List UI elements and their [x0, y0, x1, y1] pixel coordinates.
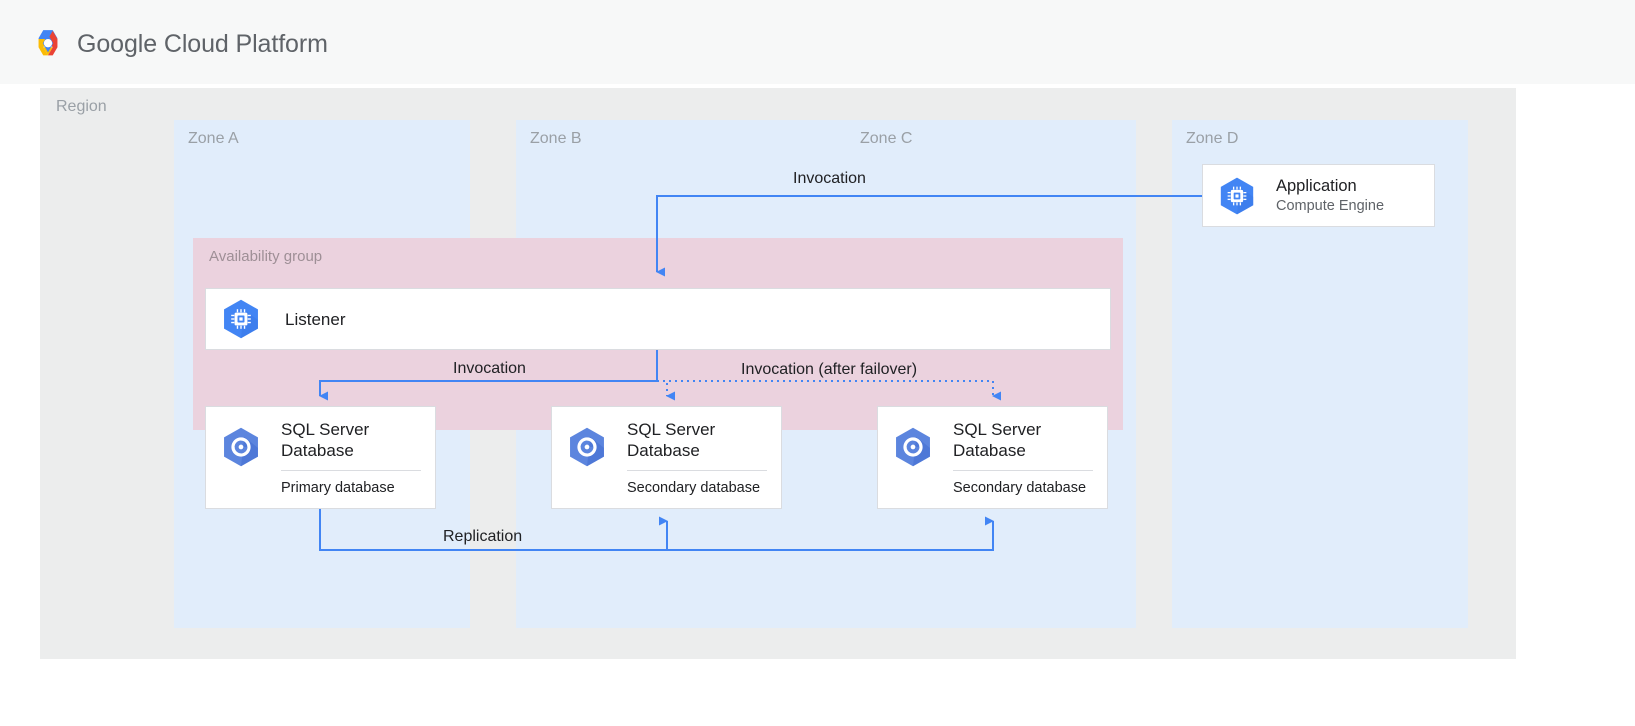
node-card-db-primary[interactable]: SQL Server Database Primary database: [205, 406, 436, 509]
application-subtitle: Compute Engine: [1276, 197, 1385, 214]
compute-engine-icon: [1216, 175, 1258, 217]
zone-label-a: Zone A: [188, 130, 239, 147]
connector-label-replication: Replication: [443, 528, 523, 545]
google-cloud-hexagon-logo-icon: [38, 30, 58, 56]
connector-label-invocation-failover: Invocation (after failover): [741, 361, 918, 378]
sql-server-database-icon: [891, 425, 935, 469]
node-card-application[interactable]: Application Compute Engine: [1202, 164, 1435, 227]
sql-server-database-icon: [565, 425, 609, 469]
zone-label-b: Zone B: [530, 130, 582, 147]
page-header: Google Cloud Platform: [0, 0, 1635, 84]
node-card-listener[interactable]: Listener: [205, 288, 1111, 350]
listener-title: Listener: [285, 309, 346, 329]
db-primary-title: SQL Server Database: [281, 420, 370, 460]
availability-group-label: Availability group: [209, 248, 323, 265]
db-secondary-2-title: SQL Server Database: [953, 420, 1042, 460]
db-secondary-2-role: Secondary database: [953, 480, 1087, 496]
application-title: Application: [1276, 176, 1357, 195]
compute-engine-icon: [219, 297, 263, 341]
gcp-logo: Google Cloud Platform: [30, 26, 328, 62]
db-primary-divider: [281, 470, 421, 471]
sql-server-database-icon: [219, 425, 263, 469]
db-primary-role: Primary database: [281, 480, 395, 496]
node-card-db-secondary-2[interactable]: SQL Server Database Secondary database: [877, 406, 1108, 509]
logo-text-cloud-platform: Cloud Platform: [157, 29, 328, 58]
zone-label-d: Zone D: [1186, 130, 1239, 147]
connector-label-invocation-top: Invocation: [793, 170, 866, 187]
db-secondary-1-divider: [627, 470, 767, 471]
db-secondary-1-title: SQL Server Database: [627, 420, 716, 460]
node-card-db-secondary-1[interactable]: SQL Server Database Secondary database: [551, 406, 782, 509]
db-secondary-2-divider: [953, 470, 1093, 471]
db-secondary-1-role: Secondary database: [627, 480, 761, 496]
region-label: Region: [56, 98, 107, 115]
gcp-logo-text: Google Cloud Platform: [77, 30, 328, 59]
connector-label-invocation-primary: Invocation: [453, 360, 526, 377]
zone-label-c: Zone C: [860, 130, 913, 147]
logo-text-google: Google: [77, 29, 158, 58]
